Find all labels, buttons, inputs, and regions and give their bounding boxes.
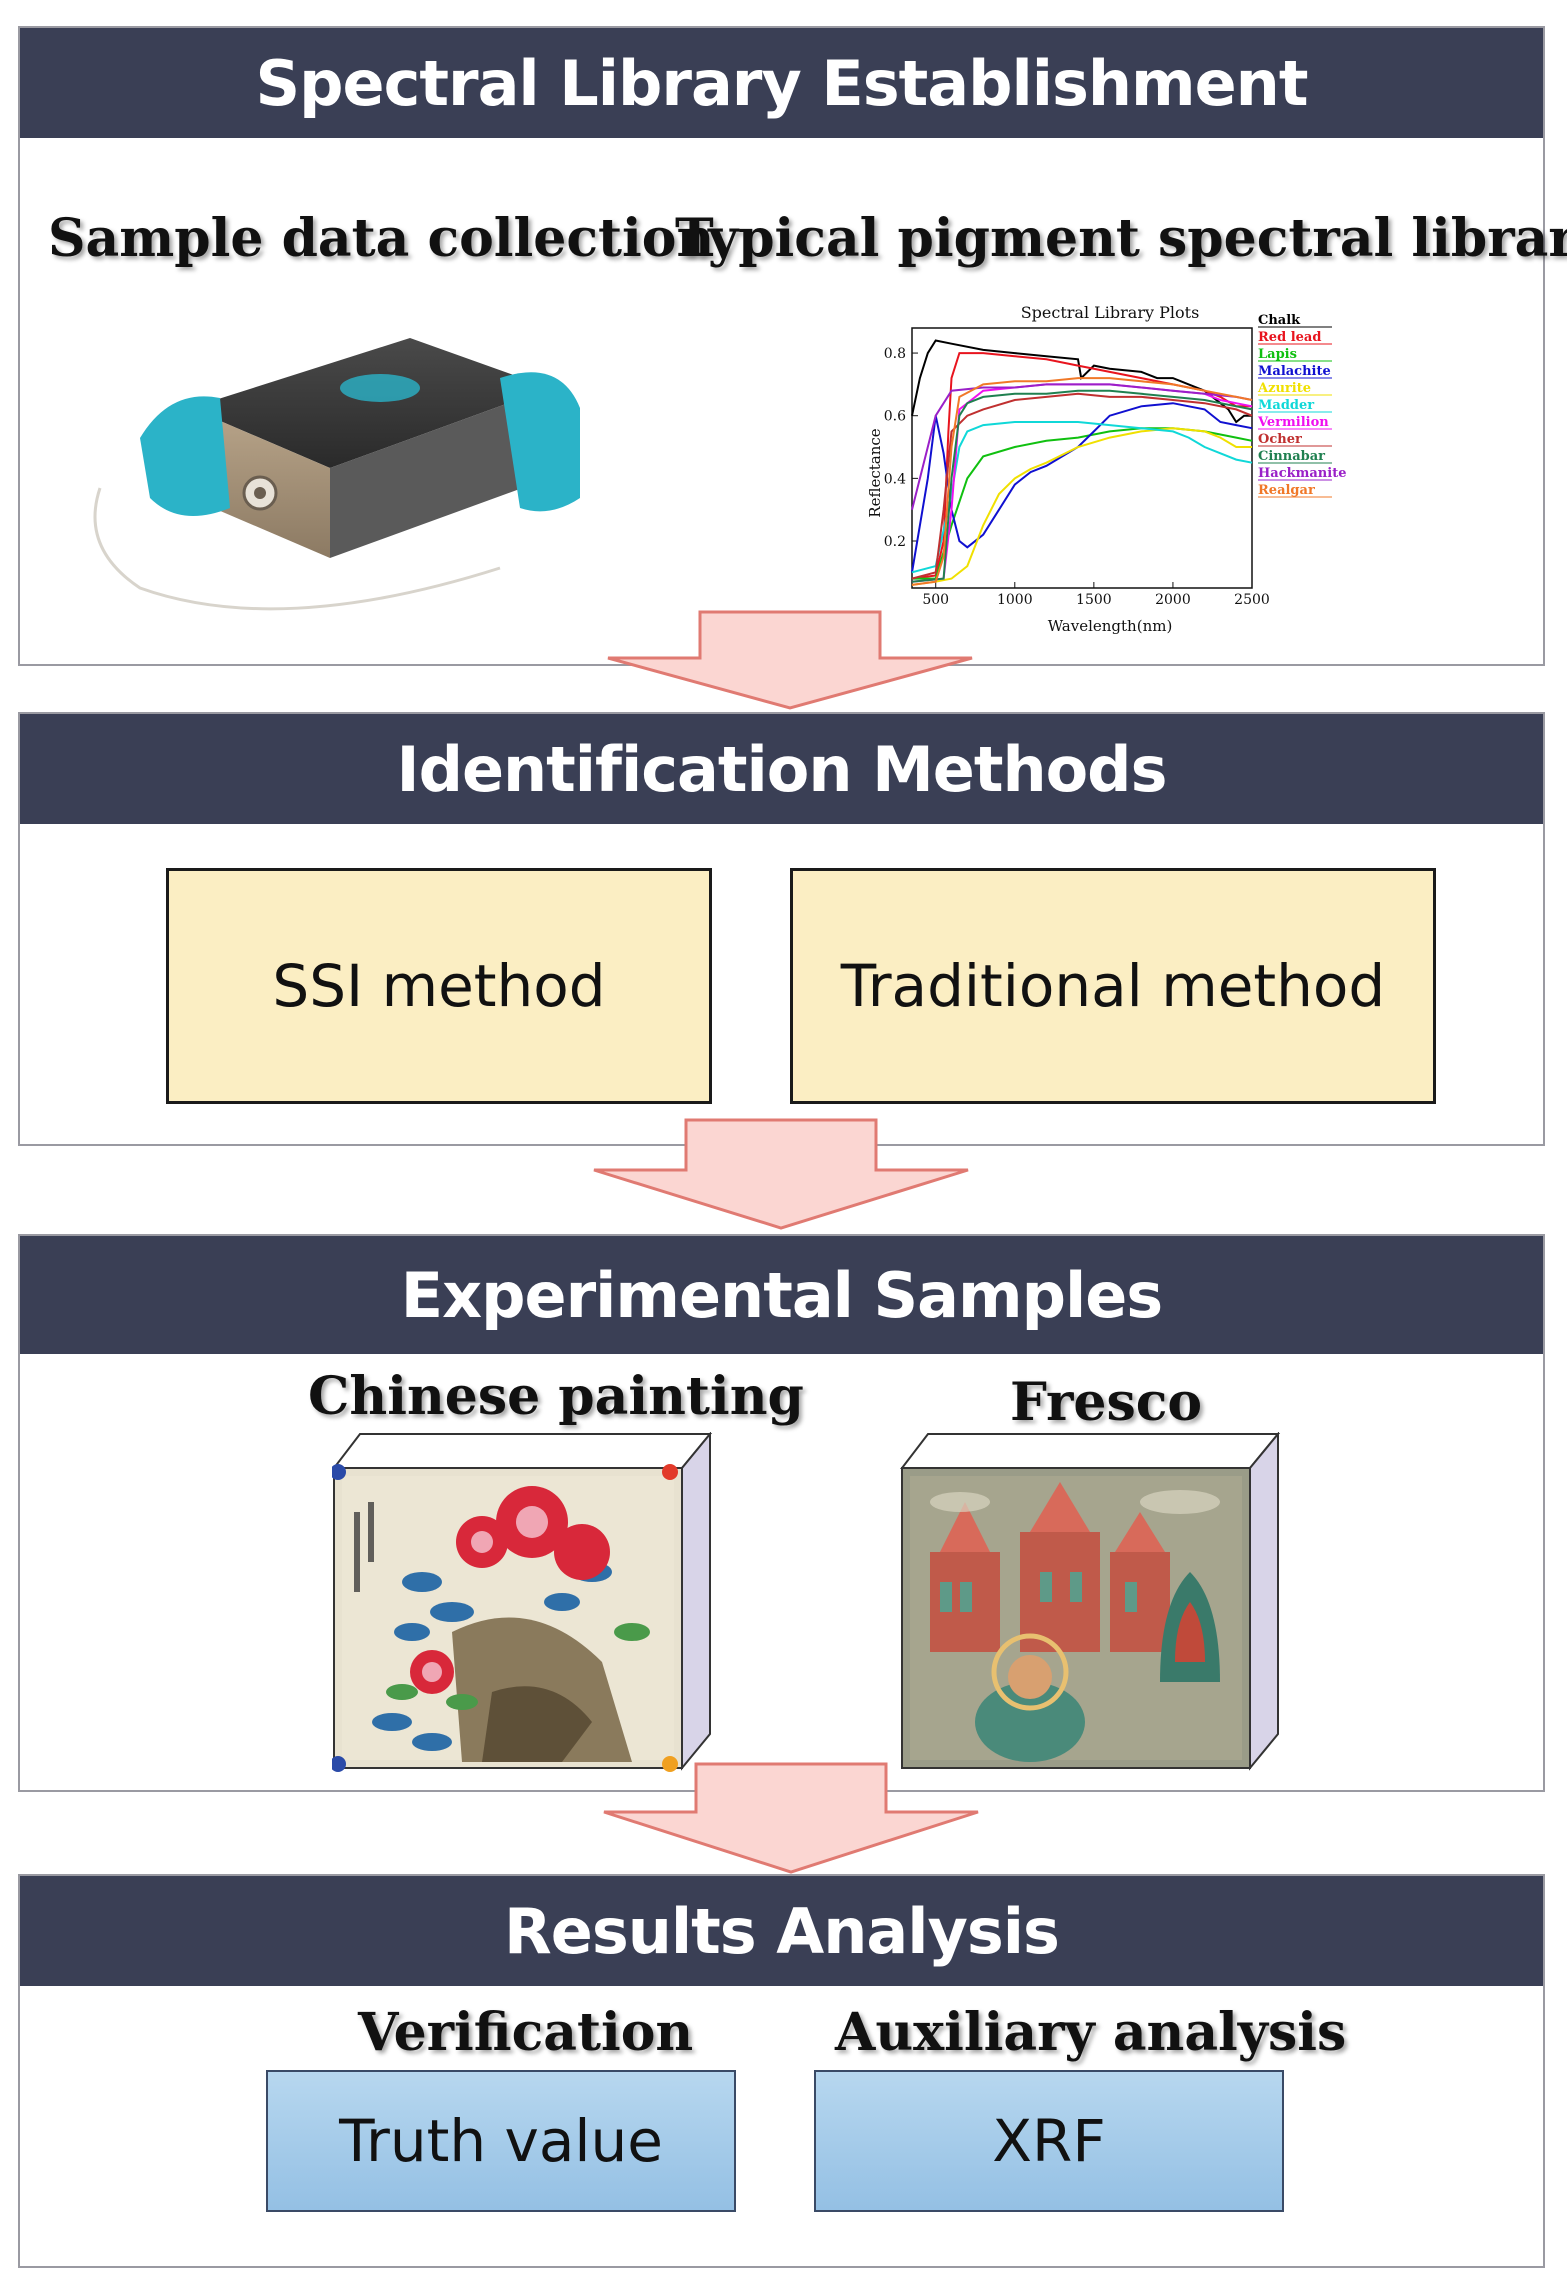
auxiliary-analysis-label: Auxiliary analysis [835, 2002, 1347, 2063]
spectrometer-device-image [93, 338, 580, 611]
chart-frame [911, 327, 1253, 589]
xrf-box: XRF [814, 2070, 1284, 2212]
legend-item: Malachite [1258, 364, 1331, 379]
fresco-label: Fresco [1010, 1372, 1203, 1433]
series-line-madder [911, 421, 1253, 574]
section-title: Results Analysis [504, 1894, 1060, 1968]
ssi-method-box: SSI method [166, 868, 712, 1104]
traditional-method-box: Traditional method [790, 868, 1436, 1104]
ssi-method-label: SSI method [272, 952, 606, 1020]
x-tick-label: 1500 [1076, 592, 1112, 608]
series-line-vermilion [911, 383, 1253, 583]
x-tick-label: 2500 [1234, 592, 1270, 608]
legend-item: Realgar [1258, 483, 1315, 498]
chart-y-axis-label: Reflectance [866, 428, 884, 517]
x-tick-label: 2000 [1155, 592, 1191, 608]
series-line-cinnabar [911, 389, 1253, 583]
series-line-malachite [911, 402, 1253, 573]
section-header: Results Analysis [20, 1876, 1543, 1986]
section-header: Experimental Samples [20, 1236, 1543, 1354]
chart-x-axis-label: Wavelength(nm) [1048, 617, 1173, 635]
legend-item: Lapis [1258, 347, 1297, 362]
chinese-painting-image [332, 1432, 713, 1772]
verification-label: Verification [358, 2002, 694, 2063]
legend-item: Red lead [1258, 330, 1321, 345]
y-tick-label: 0.4 [884, 471, 906, 487]
section-title: Spectral Library Establishment [255, 46, 1309, 120]
spectral-library-label: Typical pigment spectral library [675, 208, 1567, 269]
flow-arrow-3 [603, 1762, 979, 1874]
chinese-painting-label: Chinese painting [308, 1366, 804, 1427]
legend-item: Chalk [1258, 313, 1301, 328]
sample-collection-label: Sample data collection [48, 208, 715, 269]
chart-title: Spectral Library Plots [1021, 303, 1200, 322]
x-tick-label: 500 [922, 592, 949, 608]
truth-value-box: Truth value [266, 2070, 736, 2212]
series-line-red-lead [911, 352, 1252, 580]
series-line-lapis [912, 427, 1253, 580]
section-spectral-library: Spectral Library Establishment Sample da… [18, 26, 1567, 666]
y-tick-label: 0.8 [884, 346, 906, 362]
legend-item: Ocher [1258, 432, 1302, 447]
section-experimental-samples: Experimental Samples Chinese painting Fr… [18, 1234, 1545, 1792]
fresco-image [900, 1432, 1281, 1771]
xrf-label: XRF [992, 2107, 1106, 2175]
legend-item: Madder [1258, 398, 1314, 413]
section-title: Identification Methods [396, 732, 1168, 806]
section-results-analysis: Results Analysis Verification Auxiliary … [18, 1874, 1545, 2268]
series-line-hackmanite [911, 383, 1253, 510]
section-title: Experimental Samples [400, 1258, 1163, 1332]
legend-item: Hackmanite [1258, 466, 1346, 481]
section-header: Spectral Library Establishment [20, 28, 1543, 138]
flow-arrow-1 [607, 610, 973, 710]
legend-item: Azurite [1257, 381, 1311, 396]
legend-item: Vermilion [1257, 415, 1329, 430]
y-tick-label: 0.6 [884, 409, 906, 425]
y-tick-label: 0.2 [884, 534, 906, 550]
flow-arrow-2 [593, 1118, 969, 1230]
section-identification-methods: Identification Methods SSI method Tradit… [18, 712, 1545, 1146]
series-line-realgar [911, 377, 1253, 586]
section-header: Identification Methods [20, 714, 1543, 824]
series-line-azurite [911, 427, 1252, 586]
x-tick-label: 1000 [997, 592, 1033, 608]
truth-value-label: Truth value [339, 2107, 663, 2175]
series-line-ocher [911, 392, 1253, 580]
traditional-method-label: Traditional method [840, 952, 1386, 1020]
spectral-library-chart: Spectral Library Plots Wavelength(nm) Re… [866, 303, 1346, 635]
legend-item: Cinnabar [1258, 449, 1325, 464]
